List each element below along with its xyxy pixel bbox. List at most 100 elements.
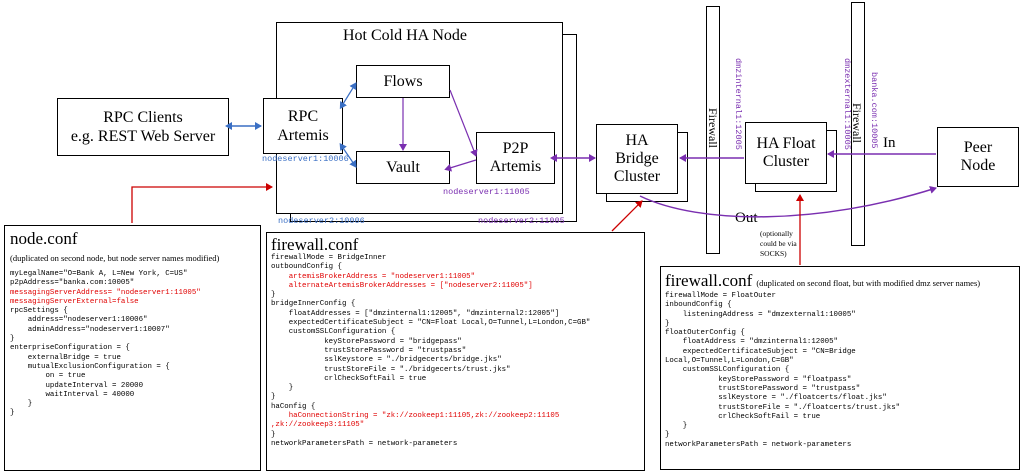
code-line: networkParametersPath = network-paramete…	[271, 439, 458, 448]
code-line: updateInterval = 20000	[10, 381, 144, 390]
code-line: sslKeystore = "./floatcerts/float.jks"	[665, 394, 887, 403]
code-line: customSSLConfiguration {	[271, 328, 396, 337]
rpc-clients-box: RPC Clients e.g. REST Web Server	[57, 98, 229, 156]
code-line: mutualExclusionConfiguration = {	[10, 362, 170, 371]
label-dmzinternal: dmzinternal1:12005	[733, 58, 743, 150]
code-line: messagingServerAddress= "nodeserver1:110…	[10, 288, 201, 297]
rpc-artemis-line2: Artemis	[277, 127, 329, 144]
code-line: trustStorePassword = "trustpass"	[665, 384, 861, 393]
code-line: expectedCertificateSubject = "CN=Float L…	[271, 319, 591, 328]
rpc-artemis-line1: RPC	[287, 108, 319, 125]
node-conf-code: myLegalName="O=Bank A, L=New York, C=US"…	[10, 270, 201, 419]
rpc-clients-line1: RPC Clients	[103, 109, 183, 126]
code-line: }	[10, 409, 15, 418]
firewall-conf-bridge-panel: firewall.conf firewallMode = BridgeInner…	[266, 232, 645, 471]
node-conf-subtitle: (duplicated on second node, but node ser…	[10, 253, 220, 263]
vault-box: Vault	[356, 151, 450, 184]
code-line: waitInterval = 40000	[10, 390, 135, 399]
firewall-conf-float-subtitle: (duplicated on second float, but with mo…	[756, 278, 981, 288]
label-nodeserver2-10006: nodeserver2:10006	[278, 216, 365, 226]
code-line: listeningAddress = "dmzexternal1:10005"	[665, 310, 856, 319]
p2p-artemis-line2: Artemis	[489, 158, 542, 175]
out-note: (optionally could be via SOCKS)	[760, 229, 797, 259]
code-line: }	[665, 319, 670, 328]
ha-bridge-box: HA Bridge Cluster	[596, 124, 678, 194]
code-line: firewallMode = FloatOuter	[665, 292, 776, 300]
code-line: }	[271, 430, 276, 439]
ha-float-line2: Cluster	[762, 153, 810, 170]
code-line: inboundConfig {	[665, 301, 732, 310]
code-line: alternateArtemisBrokerAddresses = ["node…	[271, 281, 533, 290]
ha-bridge-line1: HA	[625, 132, 649, 149]
code-line: }	[271, 393, 276, 402]
p2p-artemis-line1: P2P	[502, 140, 529, 157]
code-line: on = true	[10, 372, 86, 381]
label-out: Out	[735, 210, 758, 226]
code-line: trustStoreFile = "./bridgecerts/trust.jk…	[271, 365, 511, 374]
ha-float-line1: HA Float	[756, 135, 816, 152]
code-line: haConnectionString = "zk://zookeep1:1110…	[271, 412, 560, 421]
p2p-artemis-box: P2P Artemis	[476, 132, 555, 184]
code-line: trustStoreFile = "./floatcerts/trust.jks…	[665, 403, 901, 412]
code-line: keyStorePassword = "floatpass"	[665, 375, 852, 384]
out-note-line3: SOCKS)	[760, 249, 787, 258]
code-line: Local,O=Tunnel,L=London,C=GB"	[665, 357, 794, 366]
flows-box: Flows	[356, 65, 450, 98]
code-line: }	[665, 431, 670, 440]
label-nodeserver1-10006: nodeserver1:10006	[262, 154, 349, 164]
code-line: floatOuterConfig {	[665, 329, 745, 338]
code-line: crlCheckSoftFail = true	[271, 374, 427, 383]
label-banka: banka.com:10005	[869, 72, 879, 149]
code-line: adminAddress="nodeserver1:10007"	[10, 325, 170, 334]
code-line: externalBridge = true	[10, 353, 121, 362]
code-line: expectedCertificateSubject = "CN=Bridge	[665, 347, 856, 356]
code-line: address="nodeserver1:10006"	[10, 316, 148, 325]
code-line: }	[10, 335, 15, 344]
rpc-artemis-box: RPC Artemis	[263, 98, 343, 154]
label-in: In	[883, 135, 896, 151]
code-line: ,zk://zookeep3:11105"	[271, 421, 365, 430]
firewall-conf-float-title: firewall.conf	[665, 271, 753, 290]
out-note-line2: could be via	[760, 239, 797, 248]
code-line: rpcSettings {	[10, 307, 68, 316]
firewall-conf-float-panel: firewall.conf (duplicated on second floa…	[660, 266, 1020, 470]
ha-float-box: HA Float Cluster	[745, 122, 827, 184]
ha-bridge-line3: Cluster	[613, 168, 661, 185]
code-line: myLegalName="O=Bank A, L=New York, C=US"	[10, 270, 188, 278]
node-conf-panel: node.conf (duplicated on second node, bu…	[4, 225, 261, 471]
peer-node-box: Peer Node	[937, 127, 1019, 187]
firewall-2	[851, 2, 865, 246]
code-line: keyStorePassword = "bridgepass"	[271, 337, 462, 346]
firewall-conf-bridge-title: firewall.conf	[271, 235, 359, 254]
label-nodeserver2-11005: nodeserver2:11005	[478, 216, 565, 226]
peer-node-line2: Node	[960, 157, 996, 174]
code-line: firewallMode = BridgeInner	[271, 254, 387, 262]
code-line: crlCheckSoftFail = true	[665, 412, 821, 421]
label-dmzexternal: dmzexternal1:10005	[842, 58, 852, 150]
peer-node-line1: Peer	[963, 139, 993, 156]
code-line: enterpriseConfiguration = {	[10, 344, 130, 353]
ha-bridge-line2: Bridge	[615, 150, 659, 167]
out-note-line1: (optionally	[760, 229, 793, 238]
code-line: }	[271, 384, 294, 393]
rpc-clients-line2: e.g. REST Web Server	[70, 128, 216, 145]
code-line: haConfig {	[271, 402, 316, 411]
ha-node-title: Hot Cold HA Node	[343, 27, 467, 44]
code-line: }	[665, 422, 688, 431]
code-line: p2pAddress="banka.com:10005"	[10, 279, 135, 288]
code-line: messagingServerExternal=false	[10, 297, 139, 306]
code-line: trustStorePassword = "trustpass"	[271, 346, 467, 355]
node-conf-title: node.conf	[10, 229, 78, 248]
vault-label: Vault	[386, 158, 420, 176]
code-line: }	[10, 400, 33, 409]
flows-label: Flows	[383, 72, 423, 90]
code-line: floatAddresses = ["dmzinternal1:12005", …	[271, 309, 560, 318]
code-line: }	[271, 291, 276, 300]
code-line: sslKeystore = "./bridgecerts/bridge.jks"	[271, 356, 502, 365]
code-line: outboundConfig {	[271, 263, 342, 272]
code-line: customSSLConfiguration {	[665, 366, 790, 375]
firewall-1-label: Firewall	[706, 108, 720, 148]
